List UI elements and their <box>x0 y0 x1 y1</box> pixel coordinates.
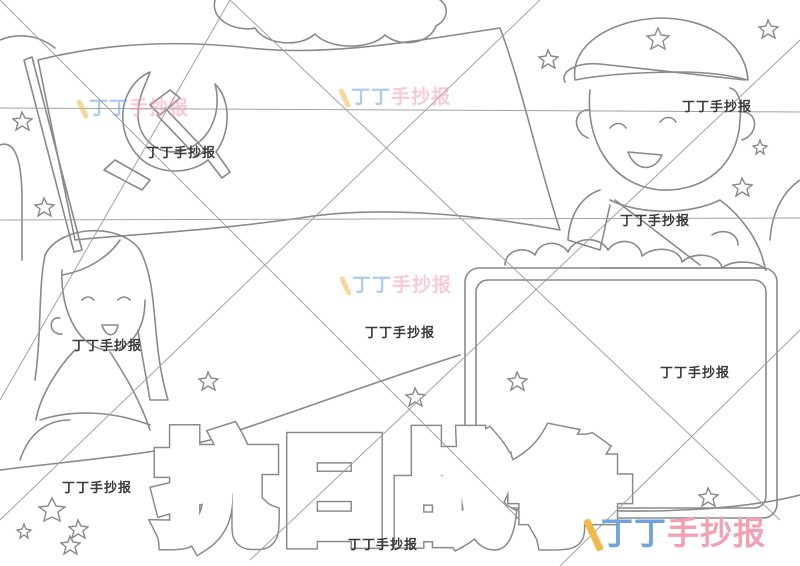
star-icon <box>751 138 769 156</box>
logo-watermark-large: 丁丁手抄报 <box>583 508 766 554</box>
star-icon <box>33 196 56 218</box>
top-cloud-left <box>0 35 56 49</box>
bush <box>504 238 767 271</box>
title-outline: 抗日战争 <box>160 427 632 557</box>
text-watermark: 丁丁手抄报 <box>620 214 691 229</box>
hammer-sickle-icon <box>103 71 231 191</box>
logo-watermark: 丁丁手抄报 <box>338 82 451 109</box>
title-bubble-letters: 抗日战争 抗日战争 <box>150 417 636 566</box>
star-icon <box>731 176 754 198</box>
flag-pole <box>23 56 83 253</box>
writing-board-inner <box>475 279 767 509</box>
ground-line <box>0 354 461 471</box>
text-watermark: 丁丁手抄报 <box>660 366 731 381</box>
text-watermark: 丁丁手抄报 <box>72 339 143 354</box>
writing-board-outer <box>464 267 778 519</box>
soldier-character <box>563 17 766 269</box>
star-icon <box>59 534 82 556</box>
star-icon <box>15 522 33 540</box>
logo-watermark: 丁丁手抄报 <box>339 270 452 297</box>
text-watermark: 丁丁手抄报 <box>682 100 753 115</box>
title-inner: 抗日战争 <box>160 427 632 557</box>
star-icon <box>11 110 34 132</box>
star-icon <box>757 18 780 40</box>
girl-character <box>19 229 169 461</box>
ground-line-2 <box>439 494 800 521</box>
star-icon <box>67 518 90 540</box>
text-watermark: 丁丁手抄报 <box>62 481 133 496</box>
star-icon <box>537 48 560 70</box>
star-icon <box>506 370 529 392</box>
star-icon <box>697 486 720 508</box>
top-cloud <box>213 0 448 47</box>
right-pillar <box>769 179 800 241</box>
left-pillar <box>0 143 23 261</box>
text-watermark: 丁丁手抄报 <box>348 538 419 553</box>
star-icon <box>197 370 220 392</box>
stars <box>11 18 780 556</box>
star-icon <box>404 386 427 408</box>
text-watermark: 丁丁手抄报 <box>365 326 436 341</box>
star-icon <box>37 496 67 523</box>
text-watermark: 丁丁手抄报 <box>146 146 217 161</box>
flag <box>37 27 561 241</box>
star-icon <box>645 26 671 51</box>
logo-watermark: 丁丁手抄报 <box>76 93 189 120</box>
